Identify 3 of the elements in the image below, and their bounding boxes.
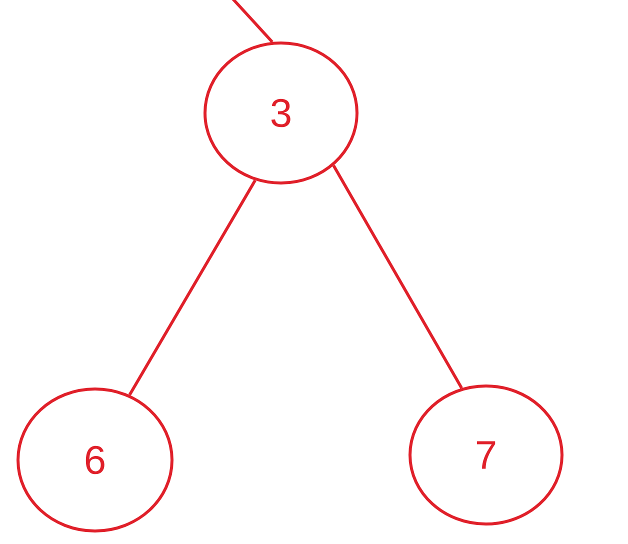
tree-edge: [332, 164, 463, 389]
tree-edge: [128, 180, 256, 396]
tree-edge: [230, 0, 274, 43]
